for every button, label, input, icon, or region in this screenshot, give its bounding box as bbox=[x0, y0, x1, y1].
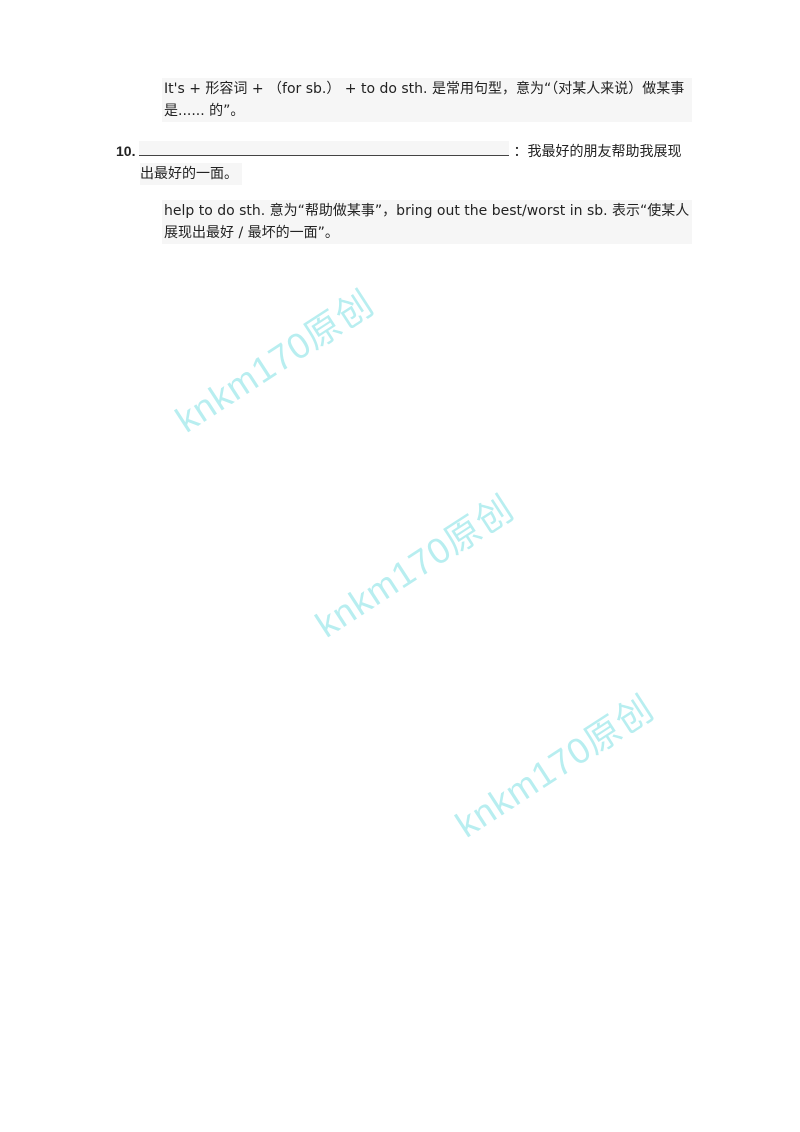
watermark: knkm170原创 bbox=[308, 487, 521, 646]
question-number: 10. bbox=[116, 143, 136, 159]
watermark: knkm170原创 bbox=[448, 687, 661, 846]
explanation-note: help to do sth. 意为“帮助做某事”，bring out the … bbox=[162, 200, 692, 244]
question-text-continued: 出最好的一面。 bbox=[140, 163, 242, 185]
question-line: 10. ：我最好的朋友帮助我展现 bbox=[116, 140, 692, 163]
question-10: 10. ：我最好的朋友帮助我展现 出最好的一面。 bbox=[116, 140, 692, 185]
watermark: knkm170原创 bbox=[168, 282, 381, 441]
explanation-note: It's + 形容词 + （for sb.） + to do sth. 是常用句… bbox=[162, 78, 692, 122]
question-text: ：我最好的朋友帮助我展现 bbox=[513, 144, 682, 160]
answer-blank[interactable] bbox=[139, 141, 510, 156]
